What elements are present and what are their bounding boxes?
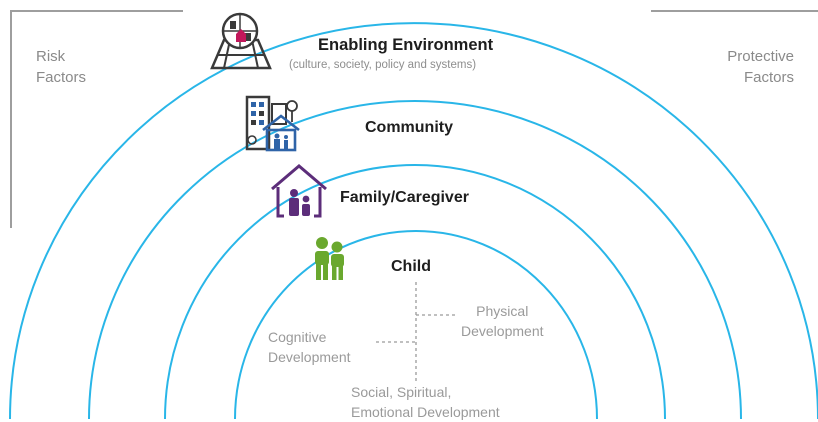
community-ring: [88, 100, 742, 419]
protective-label-line-1: Protective: [727, 48, 794, 65]
physical-development-label: Physical Development: [461, 301, 544, 341]
family-caregiver-title: Family/Caregiver: [340, 189, 469, 206]
enabling-environment-ring: [9, 22, 818, 419]
enabling-environment-title: Enabling Environment: [318, 36, 494, 54]
cognitive-line-2: Development: [268, 349, 351, 365]
physical-line-1: Physical: [476, 303, 529, 319]
social-line-1: Social, Spiritual,: [351, 384, 452, 400]
family-ring: [164, 164, 666, 419]
risk-factors-label: Risk Factors: [36, 46, 86, 88]
development-connectors: [376, 282, 456, 384]
risk-label-line-1: Risk: [36, 48, 66, 65]
child-title: Child: [391, 258, 431, 275]
cognitive-development-label: Cognitive Development: [268, 327, 351, 367]
child-ring: [234, 230, 598, 419]
city-globe-icon: [210, 12, 272, 70]
protective-label-line-2: Factors: [743, 69, 794, 86]
social-line-2: Emotional Development: [351, 404, 500, 420]
social-emotional-development-label: Social, Spiritual, Emotional Development: [351, 382, 500, 422]
risk-label-line-2: Factors: [36, 69, 87, 86]
community-title: Community: [365, 119, 453, 136]
cognitive-line-1: Cognitive: [268, 329, 327, 345]
physical-line-2: Development: [461, 323, 544, 339]
protective-factors-label: Protective Factors: [727, 46, 794, 88]
children-icon: [315, 237, 344, 280]
enabling-environment-subtitle: (culture, society, policy and systems): [289, 59, 477, 71]
family-house-icon: [271, 164, 327, 218]
community-buildings-icon: [245, 95, 300, 152]
risk-bracket: [10, 10, 183, 228]
